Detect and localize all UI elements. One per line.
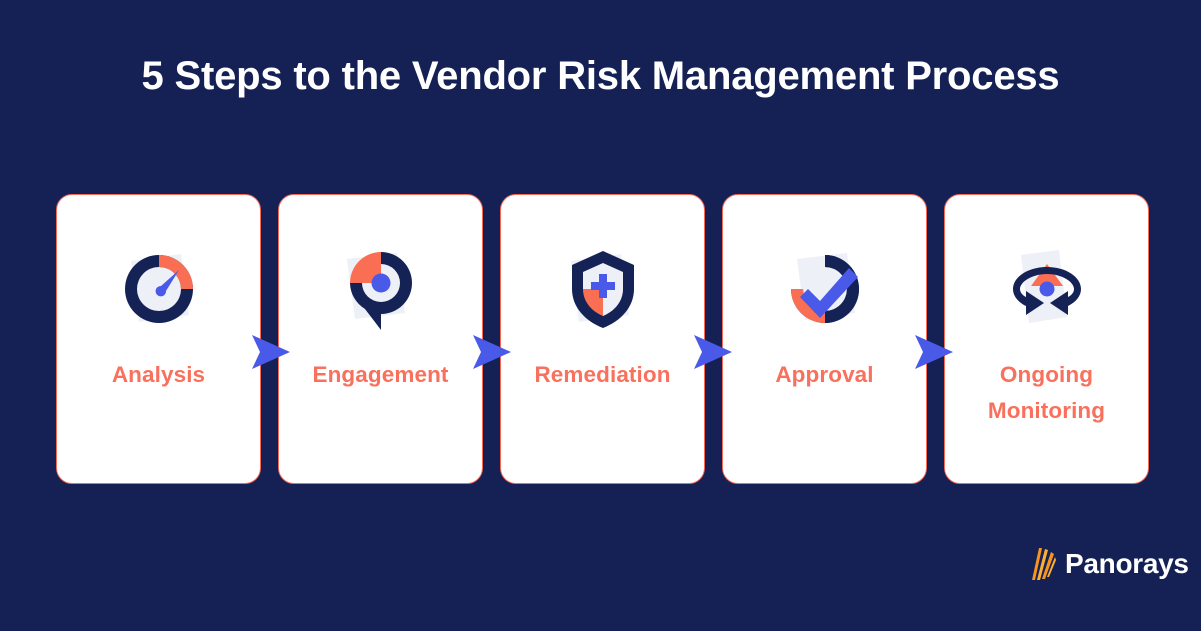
page-title: 5 Steps to the Vendor Risk Management Pr… bbox=[141, 54, 1060, 98]
arrow-right-icon bbox=[911, 330, 955, 374]
arrow-right-icon bbox=[690, 330, 734, 374]
gauge-icon bbox=[109, 239, 209, 339]
step-label: Remediation bbox=[534, 362, 671, 387]
step-card-analysis[interactable]: Analysis bbox=[56, 194, 261, 484]
arrow-right-icon bbox=[469, 330, 513, 374]
arrow-right-icon bbox=[248, 330, 292, 374]
step-label: Approval bbox=[775, 362, 874, 387]
step-label: Engagement bbox=[312, 362, 449, 387]
step-card-approval[interactable]: Approval bbox=[722, 194, 927, 484]
speech-pin-icon bbox=[331, 239, 431, 339]
cycle-arrows-icon bbox=[997, 239, 1097, 339]
check-circle-icon bbox=[775, 239, 875, 339]
steps-row: Analysis Engagement bbox=[56, 194, 1149, 484]
step-card-engagement[interactable]: Engagement bbox=[278, 194, 483, 484]
step-card-remediation[interactable]: Remediation bbox=[500, 194, 705, 484]
step-card-ongoing-monitoring[interactable]: Ongoing Monitoring bbox=[944, 194, 1149, 484]
step-label: Analysis bbox=[111, 362, 206, 387]
panorays-stripes-icon bbox=[1032, 548, 1056, 580]
panorays-logo[interactable]: Panorays bbox=[1030, 541, 1189, 587]
logo-text: Panorays bbox=[1065, 548, 1189, 579]
shield-plus-icon bbox=[553, 239, 653, 339]
step-label: Ongoing Monitoring bbox=[987, 362, 1106, 423]
